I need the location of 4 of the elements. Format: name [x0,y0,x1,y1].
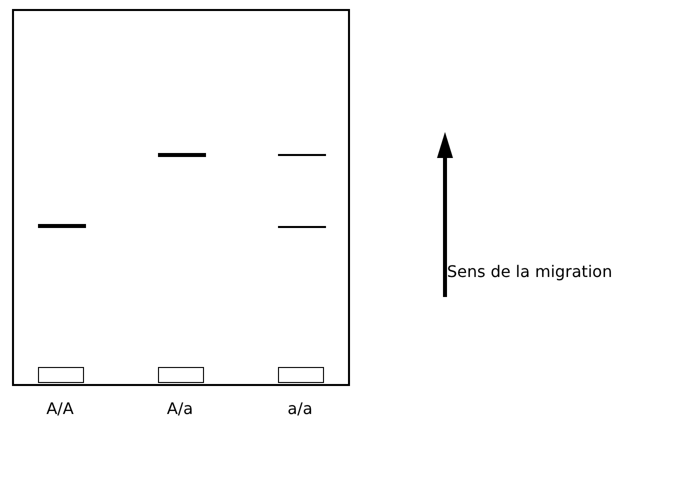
genotype-label: a/a [286,399,314,418]
genotype-label: A/a [166,399,194,418]
direction-label: Sens de la migration [447,262,612,281]
genotype-label: A/A [45,399,75,418]
